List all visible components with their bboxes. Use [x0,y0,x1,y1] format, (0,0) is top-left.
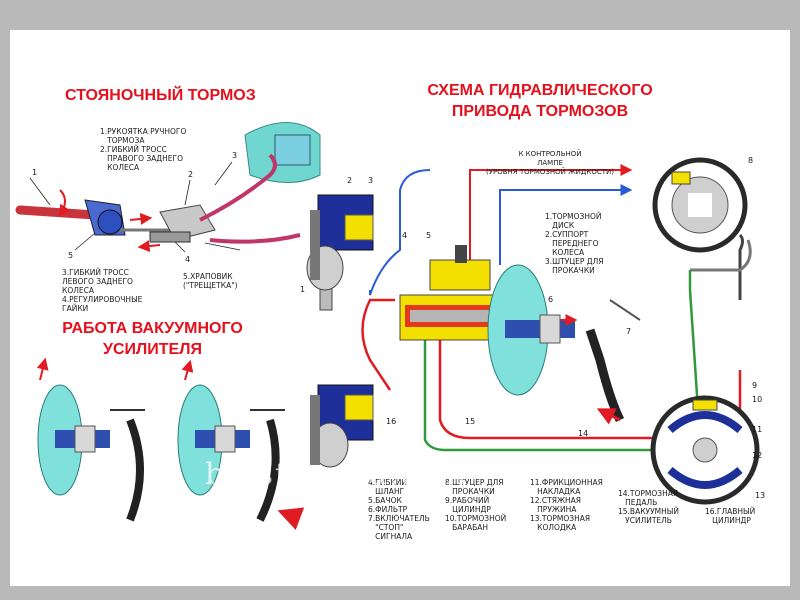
bottom-legend-col3: 11.ФРИКЦИОННАЯ НАКЛАДКА 12.СТЯЖНАЯ ПРУЖИ… [530,478,603,532]
hyd-callout-6: 6 [548,295,553,304]
parking-callout-2: 2 [188,170,193,179]
parking-callout-1: 1 [32,168,37,177]
brake-line-red-rear [438,340,742,440]
bottom-legend-col5: 16.ГЛАВНЫЙ ЦИЛИНДР [705,507,756,525]
hyd-callout-12: 12 [752,451,762,460]
hyd-callout-4: 4 [402,231,407,240]
hyd-callout-1: 1 [300,285,305,294]
vacuum-booster-main [487,264,575,396]
parking-brake-illustration [15,122,321,253]
hydraulic-scheme-title: СХЕМА ГИДРАВЛИЧЕСКОГО ПРИВОДА ТОРМОЗОВ [395,80,685,122]
parking-callout-4: 4 [185,255,190,264]
hyd-callout-15: 15 [465,417,475,426]
parking-legend-item5: 5.ХРАПОВИК ("ТРЕЩЕТКА") [183,272,238,290]
parking-legend-item4: 4.РЕГУЛИРОВОЧНЫЕ ГАЙКИ [62,295,143,313]
bottom-legend-col1: 4.ГИБКИЙ ШЛАНГ 5.БАЧОК 6.ФИЛЬТР 7.ВКЛЮЧА… [368,478,430,541]
brake-pedal [560,299,641,425]
brake-line-blue-front [369,169,431,296]
hyd-callout-7: 7 [626,327,631,336]
front-disc-caliper-upper [306,194,374,311]
rear-drum-brake [650,395,760,505]
vacuum-booster-released [36,357,145,522]
hyd-callout-14: 14 [578,429,588,438]
hyd-callout-13: 13 [755,491,765,500]
hyd-callout-9: 9 [752,381,757,390]
hyd-callout-8: 8 [748,156,753,165]
hyd-callout-2: 2 [347,176,352,185]
parking-callout-3: 3 [232,151,237,160]
disc-legend: 1.ТОРМОЗНОЙ ДИСК 2.СУППОРТ ПЕРЕДНЕГО КОЛ… [545,212,604,275]
parking-brake-title: СТОЯНОЧНЫЙ ТОРМОЗ [65,87,256,104]
bottom-legend-col2: 8.ШТУЦЕР ДЛЯ ПРОКАЧКИ 9.РАБОЧИЙ ЦИЛИНДР … [445,478,507,532]
parking-callout-5: 5 [68,251,73,260]
lamp-wire-red [469,164,633,265]
hyd-callout-3: 3 [368,176,373,185]
lamp-label: К КОНТРОЛЬНОЙ ЛАМПЕ (УРОВНЯ ТОРМОЗНОЙ ЖИ… [485,150,615,176]
brake-line-red-front [361,298,395,391]
vacuum-title-line2: УСИЛИТЕЛЯ [103,341,202,358]
parking-legend-item2: 2.ГИБКИЙ ТРОСС ПРАВОГО ЗАДНЕГО КОЛЕСА [100,145,184,172]
vacuum-title-line1: РАБОТА ВАКУУМНОГО [62,320,243,337]
front-disc-caliper-lower [310,384,374,468]
parking-legend-item3: 3.ГИБКИЙ ТРОСС ЛЕВОГО ЗАДНЕГО КОЛЕСА [62,268,133,295]
hyd-callout-10: 10 [752,395,762,404]
hyd-callout-11: 11 [752,425,762,434]
hydraulic-title-line1: СХЕМА ГИДРАВЛИЧЕСКОГО [427,82,653,99]
hydraulic-title-line2: ПРИВОДА ТОРМОЗОВ [451,103,629,120]
parking-legend-1-2: 1.РУКОЯТКА РУЧНОГО ТОРМОЗА 2.ГИБКИЙ ТРОС… [100,127,186,172]
hyd-callout-16: 16 [386,417,396,426]
vacuum-booster-title: РАБОТА ВАКУУМНОГО УСИЛИТЕЛЯ [25,318,280,360]
watermark: belsterol.d.d.l.l [205,457,469,492]
lamp-wire-blue [499,184,633,265]
rear-disc-upper [652,157,748,253]
bottom-legend-col4: 14.ТОРМОЗНАЯ ПЕДАЛЬ 15.ВАКУУМНЫЙ УСИЛИТЕ… [618,489,680,525]
parking-legend-item1: 1.РУКОЯТКА РУЧНОГО ТОРМОЗА [100,127,187,145]
hyd-callout-5: 5 [426,231,431,240]
vacuum-booster-pressed [177,359,305,530]
